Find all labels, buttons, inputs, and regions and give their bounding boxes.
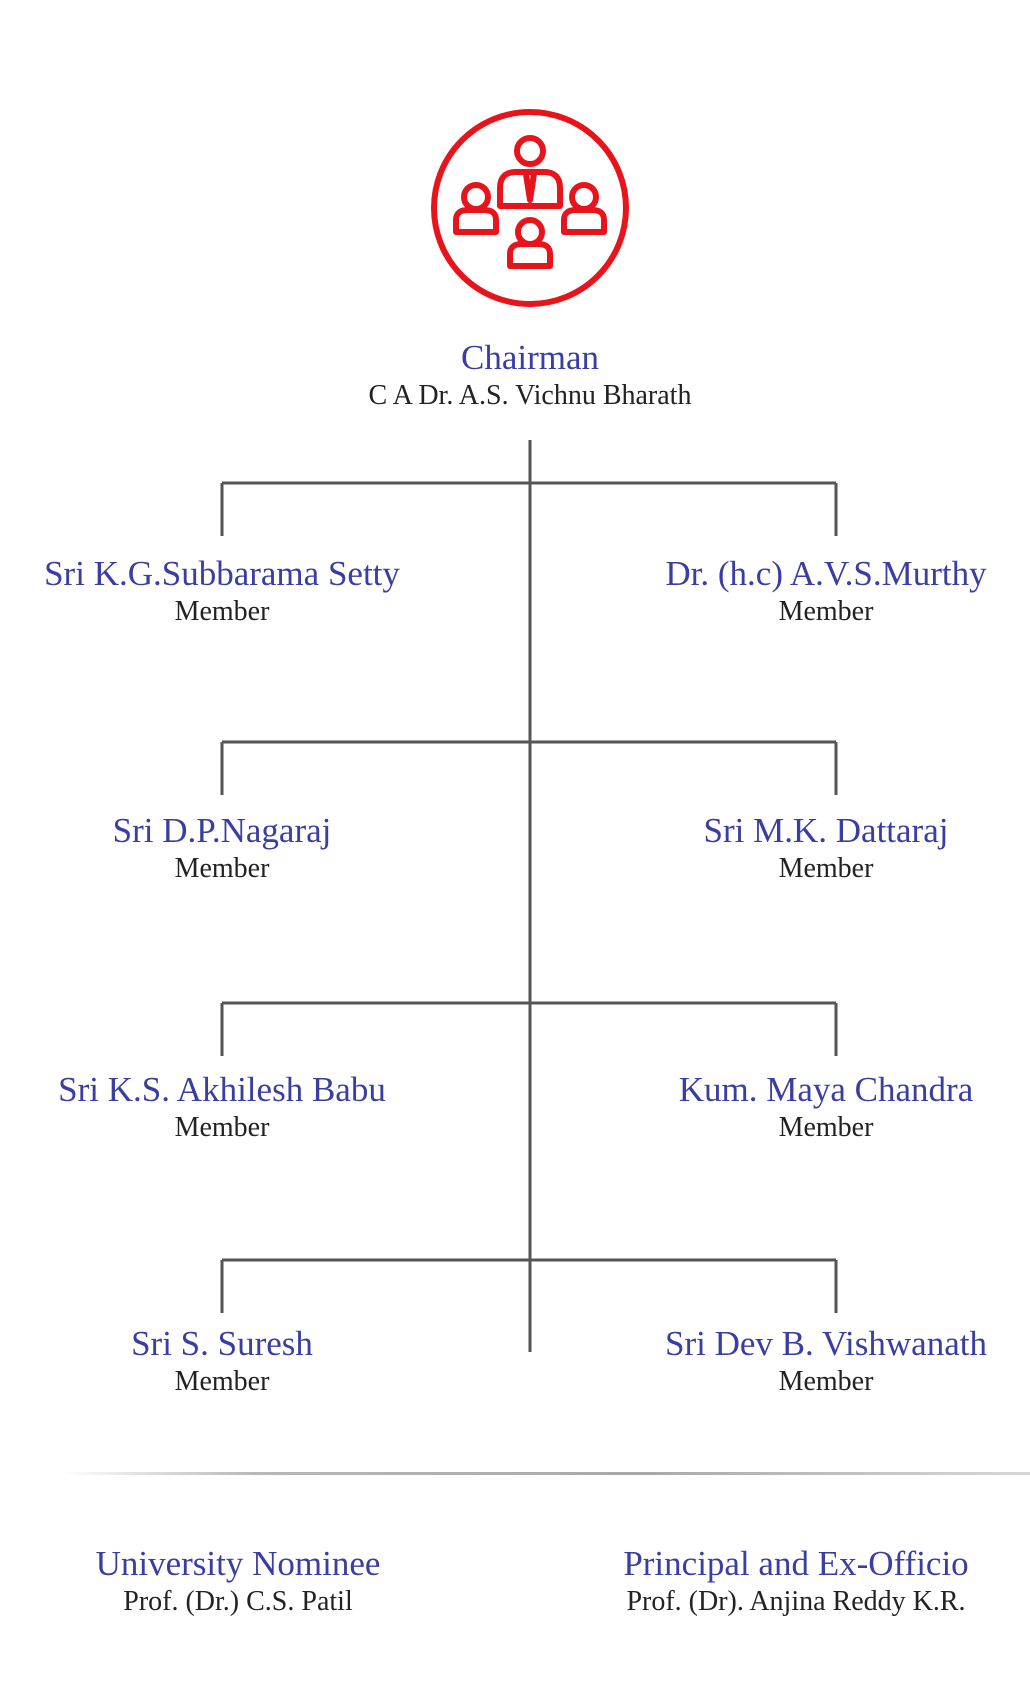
member-role: Member (174, 596, 270, 627)
university-nominee-node: University Nominee Prof. (Dr.) C.S. Pati… (0, 1544, 478, 1620)
footer-title: University Nominee (95, 1544, 381, 1583)
member-node: Sri D.P.Nagaraj Member (0, 811, 462, 887)
member-name: Kum. Maya Chandra (678, 1070, 974, 1109)
footer-name: Prof. (Dr.) C.S. Patil (123, 1586, 353, 1617)
member-role: Member (174, 853, 270, 884)
member-node: Sri M.K. Dattaraj Member (586, 811, 1030, 887)
member-node: Sri K.S. Akhilesh Babu Member (0, 1070, 462, 1146)
member-name: Sri M.K. Dattaraj (703, 811, 949, 850)
chairman-name: C A Dr. A.S. Vichnu Bharath (368, 380, 692, 411)
member-node: Sri S. Suresh Member (0, 1324, 462, 1400)
member-name: Dr. (h.c) A.V.S.Murthy (665, 554, 987, 593)
member-name: Sri S. Suresh (131, 1324, 313, 1363)
member-role: Member (778, 1366, 874, 1397)
principal-node: Principal and Ex-Officio Prof. (Dr). Anj… (556, 1544, 1030, 1620)
section-divider (60, 1472, 1030, 1475)
group-people-icon (430, 108, 630, 308)
member-node: Dr. (h.c) A.V.S.Murthy Member (586, 554, 1030, 630)
footer-name: Prof. (Dr). Anjina Reddy K.R. (626, 1586, 966, 1617)
member-role: Member (778, 1112, 874, 1143)
member-name: Sri D.P.Nagaraj (112, 811, 332, 850)
member-node: Kum. Maya Chandra Member (586, 1070, 1030, 1146)
member-role: Member (778, 853, 874, 884)
member-role: Member (174, 1112, 270, 1143)
member-role: Member (778, 596, 874, 627)
member-name: Sri K.G.Subbarama Setty (44, 554, 400, 593)
member-node: Sri Dev B. Vishwanath Member (586, 1324, 1030, 1400)
member-name: Sri Dev B. Vishwanath (665, 1324, 987, 1363)
chairman-title: Chairman (460, 338, 600, 377)
member-role: Member (174, 1366, 270, 1397)
chairman-node: Chairman C A Dr. A.S. Vichnu Bharath (290, 338, 770, 414)
member-node: Sri K.G.Subbarama Setty Member (0, 554, 462, 630)
member-name: Sri K.S. Akhilesh Babu (58, 1070, 386, 1109)
footer-title: Principal and Ex-Officio (623, 1544, 969, 1583)
